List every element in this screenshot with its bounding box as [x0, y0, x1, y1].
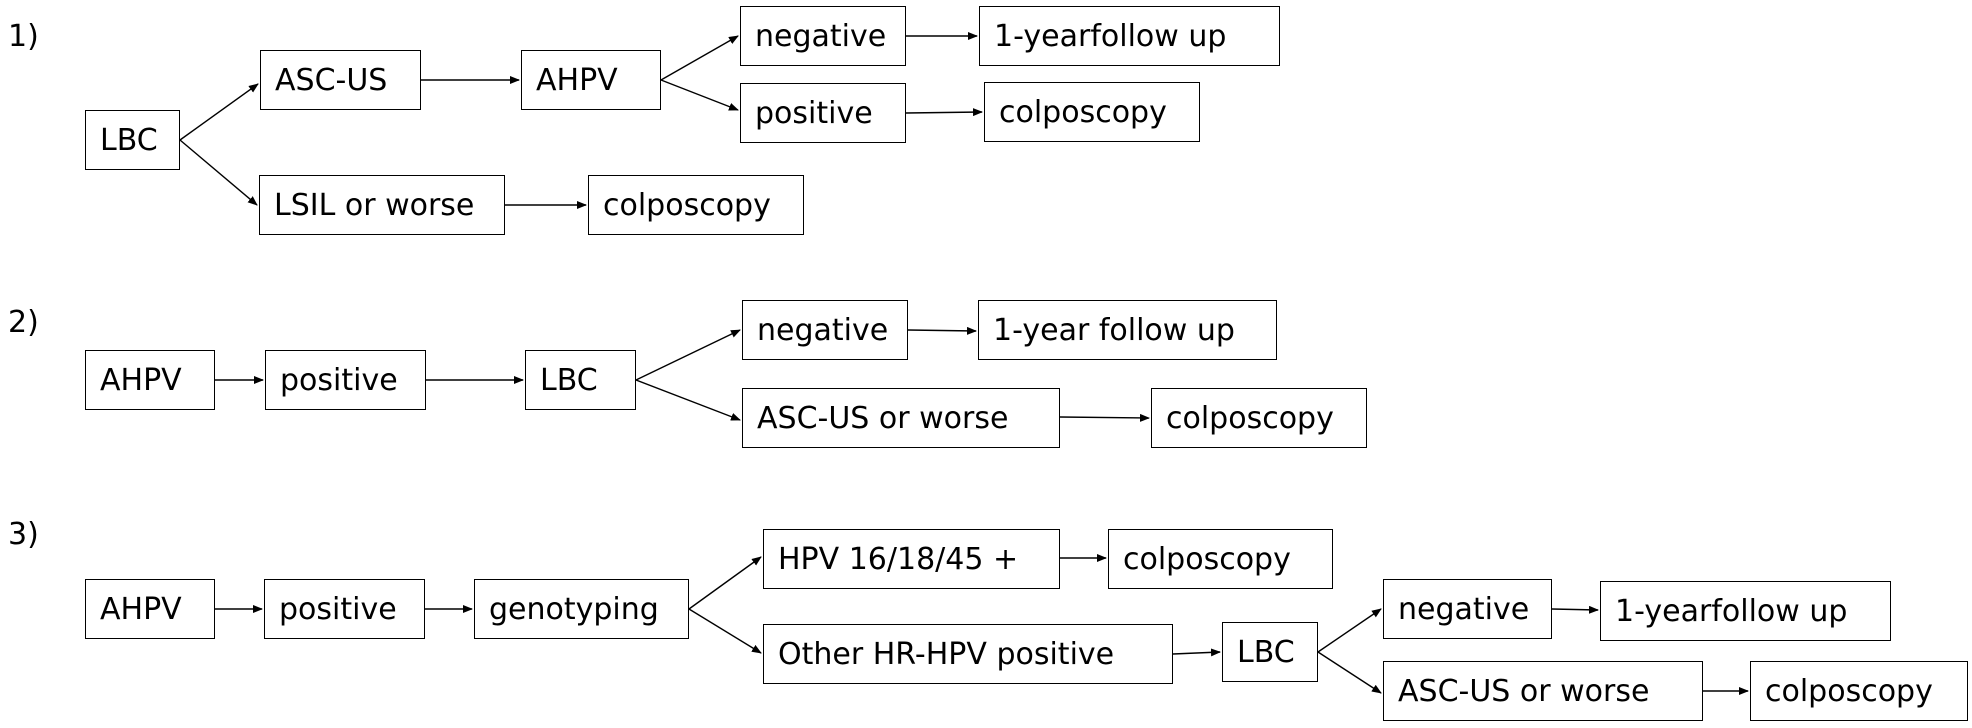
arrow-lbc3-to-negative3 — [1317, 608, 1382, 653]
arrow-lbc2-to-negative2 — [635, 329, 741, 381]
arrow-ascus2-to-colposcopy2 — [1059, 413, 1150, 422]
arrow-otherhr-to-lbc3 — [1172, 648, 1221, 657]
node-hpv-16-18-45: HPV 16/18/45 + — [763, 529, 1060, 589]
node-negative-2: negative — [742, 300, 908, 360]
node-1-year-follow-up-2: 1-year follow up — [978, 300, 1277, 360]
node-negative-3: negative — [1383, 579, 1552, 639]
arrow-lbc3-to-ascus3 — [1317, 651, 1382, 694]
node-colposcopy-3a: colposcopy — [1108, 529, 1333, 589]
flow-3-label: 3) — [8, 517, 39, 552]
arrow-lbc-to-lsil — [179, 139, 258, 206]
node-lbc-3: LBC — [1222, 622, 1318, 682]
node-1-year-follow-up: 1-yearfollow up — [979, 6, 1280, 66]
node-other-hr-hpv-positive: Other HR-HPV positive — [763, 624, 1173, 684]
arrow-negative2-to-followup2 — [907, 326, 977, 335]
node-genotyping: genotyping — [474, 579, 689, 639]
node-asc-us-or-worse-2: ASC-US or worse — [742, 388, 1060, 448]
arrow-ahpv-to-positive — [660, 79, 739, 111]
node-colposcopy-lsil: colposcopy — [588, 175, 804, 235]
arrow-genotyping-to-otherhr — [688, 608, 762, 654]
node-lbc: LBC — [85, 110, 180, 170]
node-colposcopy-3b: colposcopy — [1750, 661, 1968, 721]
node-1-year-follow-up-3: 1-yearfollow up — [1600, 581, 1891, 641]
arrow-genotyping-to-hpv161845 — [688, 556, 762, 610]
node-asc-us: ASC-US — [260, 50, 421, 110]
arrow-ahpv-to-negative — [660, 35, 739, 81]
node-ahpv-3: AHPV — [85, 579, 215, 639]
node-colposcopy: colposcopy — [984, 82, 1200, 142]
node-positive-3: positive — [264, 579, 425, 639]
node-lbc-2: LBC — [525, 350, 636, 410]
node-asc-us-or-worse-3: ASC-US or worse — [1383, 661, 1703, 721]
arrow-negative3-to-followup3 — [1551, 605, 1599, 614]
node-positive-2: positive — [265, 350, 426, 410]
node-negative: negative — [740, 6, 906, 66]
node-positive: positive — [740, 83, 906, 143]
node-colposcopy-2: colposcopy — [1151, 388, 1367, 448]
node-lsil-or-worse: LSIL or worse — [259, 175, 505, 235]
arrow-positive-to-colposcopy — [905, 108, 983, 117]
flow-2-label: 2) — [8, 305, 39, 340]
flow-1-label: 1) — [8, 19, 39, 54]
node-ahpv-2: AHPV — [85, 350, 215, 410]
arrow-lbc-to-ascus — [179, 83, 259, 141]
arrow-lbc2-to-ascus2 — [635, 379, 741, 421]
node-ahpv: AHPV — [521, 50, 661, 110]
